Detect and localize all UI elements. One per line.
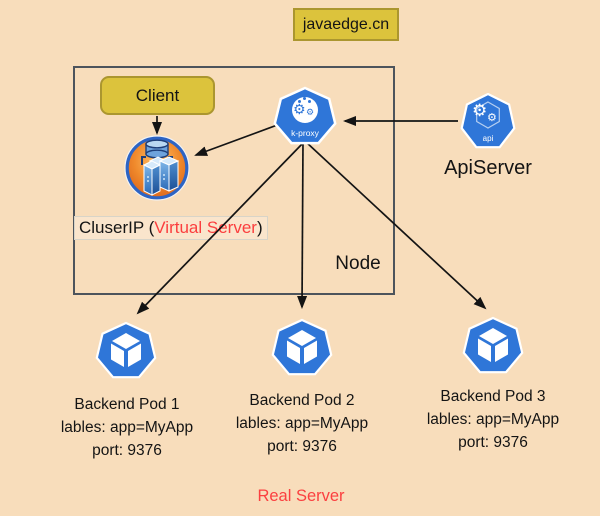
pod1-port: port: 9376 (92, 442, 162, 459)
client-box: Client (100, 76, 215, 115)
pod3-labels: lables: app=MyApp (426, 411, 560, 428)
pod2-caption: Backend Pod 2 lables: app=MyApp port: 93… (214, 389, 390, 458)
apiserver-title: ApiServer (444, 157, 532, 179)
clusterip-caption-highlight: Virtual Server (154, 218, 257, 237)
pod3-icon (462, 316, 524, 374)
banner-label: javaedge.cn (302, 15, 390, 33)
pod2-port: port: 9376 (267, 438, 337, 455)
pod1-icon (95, 321, 157, 379)
kproxy-dot-icon (298, 100, 301, 103)
clusterip-server-icon (124, 135, 190, 201)
node-label: Node (335, 253, 381, 274)
pod2-labels: lables: app=MyApp (235, 415, 369, 432)
clusterip-caption-suffix: ) (256, 218, 263, 237)
pod3-caption: Backend Pod 3 lables: app=MyApp port: 93… (405, 385, 581, 454)
pod2-icon (271, 318, 333, 376)
clusterip-caption: CluserIP (Virtual Server) (74, 216, 268, 240)
pod3-port: port: 9376 (458, 434, 528, 451)
clusterip-caption-prefix: CluserIP ( (79, 218, 155, 237)
pod1-caption: Backend Pod 1 lables: app=MyApp port: 93… (39, 393, 215, 462)
pod1-labels: lables: app=MyApp (60, 419, 194, 436)
kproxy-dot-icon (303, 97, 306, 100)
client-label: Client (135, 85, 180, 105)
pod2-name: Backend Pod 2 (249, 392, 355, 409)
kproxy-icon (273, 86, 337, 145)
apiserver-icon (460, 93, 516, 149)
banner-box: javaedge.cn (293, 8, 399, 41)
pod3-name: Backend Pod 3 (440, 388, 546, 405)
kproxy-dot-icon (308, 100, 311, 103)
real-server-label: Real Server (257, 487, 345, 505)
pod1-name: Backend Pod 1 (74, 396, 180, 413)
